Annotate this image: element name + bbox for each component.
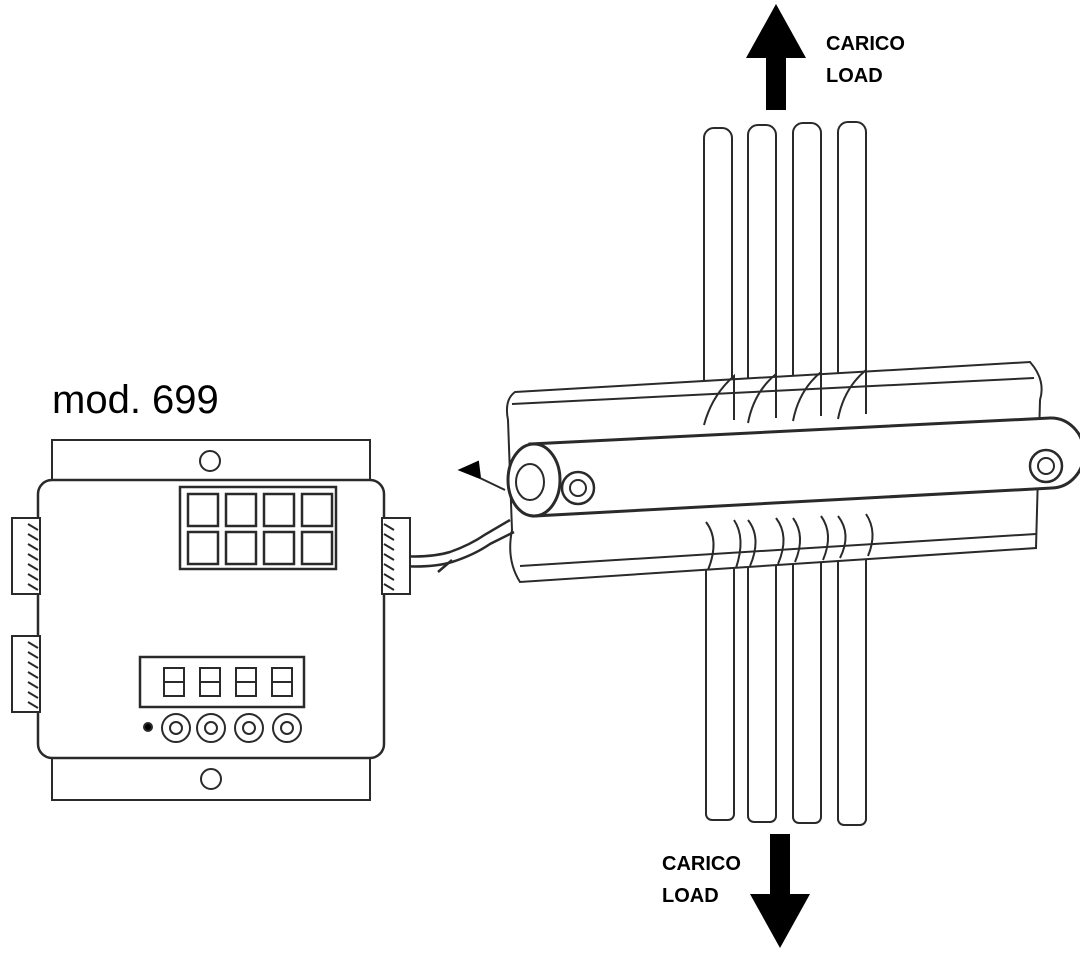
pin-nut-right — [1028, 448, 1064, 484]
strap-crossings — [703, 367, 874, 571]
strap-4-lower — [837, 519, 867, 826]
terminal-left-lower — [11, 635, 41, 713]
terminal-right — [381, 517, 411, 595]
load-label-top-line1: CARICO — [826, 33, 905, 55]
instrument-699 — [11, 439, 411, 801]
straps-lower — [705, 519, 867, 826]
load-pin-end-bore — [515, 463, 545, 501]
mount-plate-top — [51, 439, 371, 485]
load-label-bottom-line1: CARICO — [662, 853, 741, 875]
load-label-top: CARICO LOAD — [826, 28, 905, 92]
keypad — [143, 713, 302, 743]
display-digit-3 — [235, 667, 257, 697]
relay-block — [178, 485, 338, 571]
sensor-cable — [399, 518, 515, 573]
cable-plug — [457, 460, 482, 480]
mount-hole-top — [199, 450, 221, 472]
key-1 — [161, 713, 191, 743]
load-label-bottom-line2: LOAD — [662, 885, 719, 907]
key-3 — [234, 713, 264, 743]
pin-nut-left — [560, 470, 596, 506]
strap-3-lower — [792, 519, 822, 824]
straps-upper — [703, 121, 867, 429]
key-4 — [272, 713, 302, 743]
digital-display — [138, 655, 306, 709]
mount-plate-bottom — [51, 751, 371, 801]
plate-edge-bottom — [519, 533, 1037, 567]
mount-hole-bottom — [200, 768, 222, 790]
load-label-bottom: CARICO LOAD — [662, 848, 741, 912]
terminal-left-upper — [11, 517, 41, 595]
load-pin-end-face — [506, 442, 562, 518]
arrow-down — [750, 834, 810, 948]
plate-edge-top — [511, 377, 1035, 405]
status-led — [143, 722, 153, 732]
arrow-up — [746, 4, 806, 110]
load-pin — [528, 416, 1080, 518]
model-label: mod. 699 — [52, 378, 219, 422]
key-2 — [196, 713, 226, 743]
load-label-top-line2: LOAD — [826, 65, 883, 87]
display-digit-1 — [163, 667, 185, 697]
display-digit-2 — [199, 667, 221, 697]
display-digit-4 — [271, 667, 293, 697]
